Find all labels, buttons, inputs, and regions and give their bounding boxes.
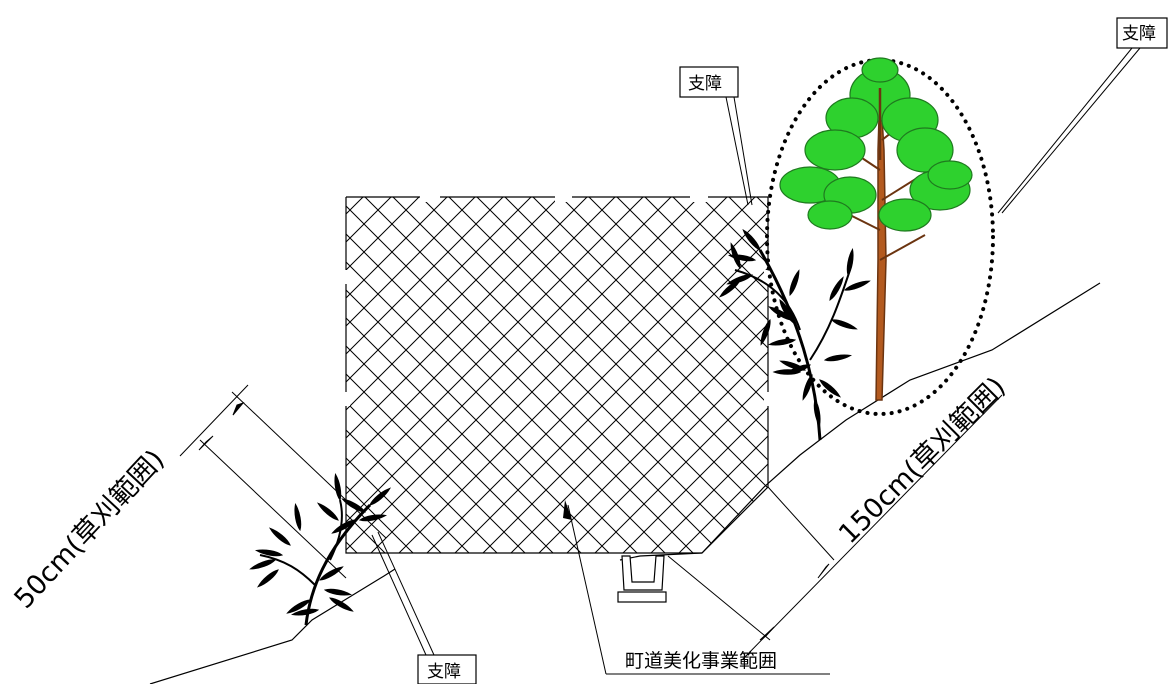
bamboo-left [249, 473, 392, 626]
dimension-150cm-label: 150cm(草刈範囲) [833, 371, 1012, 550]
beautification-leader [563, 500, 830, 675]
bamboo-right [718, 228, 871, 441]
callout-obstruction-tree-label: 支障 [1122, 24, 1156, 44]
dimension-150cm [667, 394, 1003, 661]
callout-obstruction-tree [997, 17, 1168, 214]
tree [765, 57, 995, 416]
callout-obstruction-bottom-label: 支障 [427, 662, 461, 682]
road-cross-section [342, 192, 772, 554]
beautification-range-label: 町道美化事業範囲 [625, 650, 777, 672]
callout-obstruction-bottom [371, 531, 477, 684]
callout-obstruction-top-label: 支障 [688, 74, 722, 94]
drain-gutter [617, 555, 667, 603]
callout-obstruction-top [679, 66, 753, 206]
dimension-50cm-label: 50cm(草刈範囲) [8, 444, 170, 615]
dimension-50cm [179, 384, 387, 579]
